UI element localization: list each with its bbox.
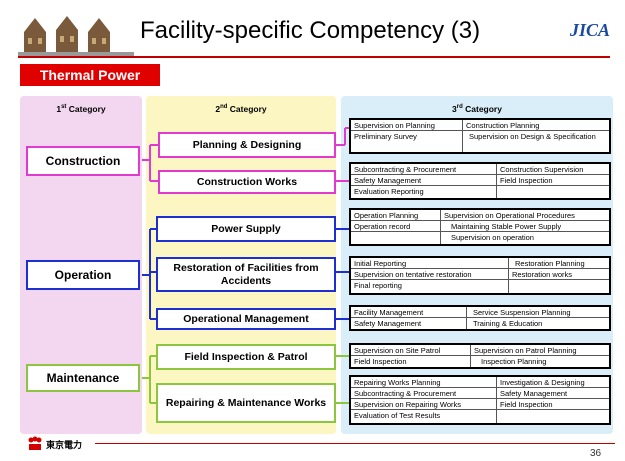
list-item: Supervision on Repairing Works: [351, 399, 497, 410]
subcategory-planning-designing: Planning & Designing: [158, 132, 336, 158]
list-item: Maintaining Stable Power Supply: [441, 221, 609, 232]
items-restoration: Initial Reporting Restoration Planning S…: [349, 256, 611, 295]
list-item: Operation Planning: [351, 210, 441, 221]
category-maintenance: Maintenance: [26, 364, 140, 392]
list-item: Supervision on tentative restoration: [351, 269, 509, 280]
list-item: Final reporting: [351, 280, 509, 293]
list-item: Inspection Planning: [481, 357, 547, 366]
svg-text:JICA: JICA: [569, 20, 610, 40]
list-item: Subcontracting & Procurement: [351, 388, 497, 399]
tepco-name: 東京電力: [46, 440, 83, 450]
list-item: Field Inspection: [497, 399, 609, 410]
list-item: Preliminary Survey: [351, 131, 463, 152]
list-item: Training & Education: [473, 319, 543, 328]
items-power-supply: Operation Planning Supervision on Operat…: [349, 208, 611, 246]
subcategory-repairing-maintenance: Repairing & Maintenance Works: [156, 383, 336, 423]
page-title: Facility-specific Competency (3): [140, 17, 481, 44]
list-item: Construction Planning: [463, 120, 609, 131]
list-item: Restoration Planning: [509, 258, 609, 269]
third-category-header: 3rd Category: [452, 104, 502, 114]
list-item: [509, 280, 609, 293]
list-item: [351, 232, 441, 244]
list-item: Service Suspension Planning: [467, 307, 609, 318]
list-item: Supervision on Operational Procedures: [441, 210, 609, 221]
page-number: 36: [590, 448, 602, 459]
title-divider: [18, 56, 610, 58]
items-repairing-maintenance: Repairing Works Planning Investigation &…: [349, 375, 611, 425]
list-item: Facility Management: [351, 307, 467, 318]
items-planning-designing: Supervision on Planning Construction Pla…: [349, 118, 611, 154]
list-item: Safety Management: [351, 175, 497, 186]
list-item: Supervision on Patrol Planning: [471, 345, 609, 356]
section-label: Thermal Power: [20, 64, 160, 86]
category-construction: Construction: [26, 146, 140, 176]
items-construction-works: Subcontracting & Procurement Constructio…: [349, 162, 611, 200]
list-item: [497, 410, 609, 423]
subcategory-construction-works: Construction Works: [158, 170, 336, 194]
list-item: Supervision on operation: [451, 233, 534, 242]
second-category-header: 2nd Category: [215, 104, 267, 114]
subcategory-restoration: Restoration of Facilities from Accidents: [156, 257, 336, 292]
list-item: Supervision on Design & Specification: [469, 132, 596, 141]
items-field-inspection-patrol: Supervision on Site Patrol Supervision o…: [349, 343, 611, 369]
jica-logo: JICA: [569, 20, 610, 40]
list-item: Investigation & Designing: [497, 377, 609, 388]
list-item: Restoration works: [509, 269, 609, 280]
tepco-emblem-icon: [28, 436, 42, 450]
list-item: Supervision on Planning: [351, 120, 463, 131]
list-item: Subcontracting & Procurement: [351, 164, 497, 175]
subcategory-operational-management: Operational Management: [156, 308, 336, 330]
list-item: Evaluation Reporting: [351, 186, 497, 198]
subcategory-field-inspection-patrol: Field Inspection & Patrol: [156, 344, 336, 370]
list-item: Construction Supervision: [497, 164, 609, 175]
category-operation: Operation: [26, 260, 140, 290]
list-item: Field Inspection: [351, 356, 471, 367]
subcategory-power-supply: Power Supply: [156, 216, 336, 242]
list-item: Safety Management: [497, 388, 609, 399]
list-item: Supervision on Site Patrol: [351, 345, 471, 356]
power-plant-logo: [18, 10, 134, 58]
footer-divider: [95, 443, 615, 444]
list-item: Field Inspection: [497, 175, 609, 186]
list-item: Safety Management: [351, 318, 467, 329]
list-item: Repairing Works Planning: [351, 377, 497, 388]
list-item: Initial Reporting: [351, 258, 509, 269]
first-category-header: 1st Category: [56, 104, 106, 114]
list-item: Evaluation of Test Results: [351, 410, 497, 423]
items-operational-management: Facility Management Service Suspension P…: [349, 305, 611, 331]
list-item: [497, 186, 609, 198]
tepco-logo: 東京電力: [27, 436, 87, 452]
list-item: Operation record: [351, 221, 441, 232]
